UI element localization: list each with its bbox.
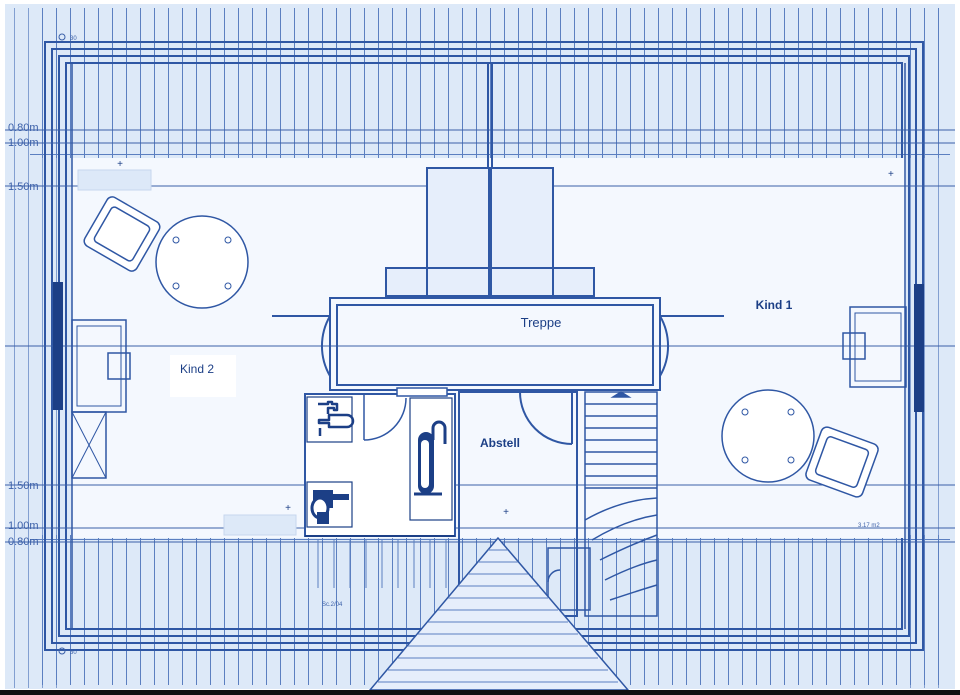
dimension-lines [5, 129, 955, 543]
gable-lines [378, 549, 618, 683]
round-table-icon [721, 389, 815, 483]
round-table-icon [155, 215, 249, 309]
room-label-kind2: Kind 2 [180, 362, 214, 376]
dimension-label-bottom-1: 1.00m [8, 520, 39, 532]
bottom-rule [0, 690, 960, 695]
armchair-icon [805, 426, 879, 498]
room-label-abstell: Abstell [480, 436, 520, 450]
dimension-label-top-1: 1.00m [8, 137, 39, 149]
svg-text:+: + [117, 159, 123, 170]
room-label-kind1: Kind 1 [756, 298, 793, 312]
corner-note-top-left: 30 [70, 36, 77, 42]
staircase [547, 391, 658, 617]
bathroom-lower-tiles [317, 540, 447, 588]
section-note: Sc.2/04 [322, 602, 343, 608]
skylights [385, 167, 595, 297]
corner-marker-top-left [58, 33, 66, 41]
svg-text:+: + [503, 507, 509, 518]
bathtub-icon [409, 397, 453, 521]
left-window [53, 282, 63, 410]
stair-hall [272, 297, 724, 391]
sink-icon [306, 396, 355, 443]
area-note: 3.17 m2 [858, 523, 880, 529]
toilet-icon [306, 481, 353, 528]
dimension-label-top-2: 1.50m [8, 181, 39, 193]
room-label-treppe: Treppe [521, 315, 562, 330]
armchair-icon [83, 196, 161, 272]
svg-text:+: + [285, 503, 291, 514]
dimension-label-bottom-0: 0.80m [8, 536, 39, 548]
corner-marker-bottom-left [58, 647, 66, 655]
kind1-desk [842, 306, 907, 388]
corner-note-bottom-left: 30 [70, 650, 77, 656]
dimension-label-bottom-2: 1.50m [8, 480, 39, 492]
svg-text:+: + [888, 169, 894, 180]
dimension-label-top-0: 0.80m [8, 122, 39, 134]
right-window [914, 284, 924, 412]
